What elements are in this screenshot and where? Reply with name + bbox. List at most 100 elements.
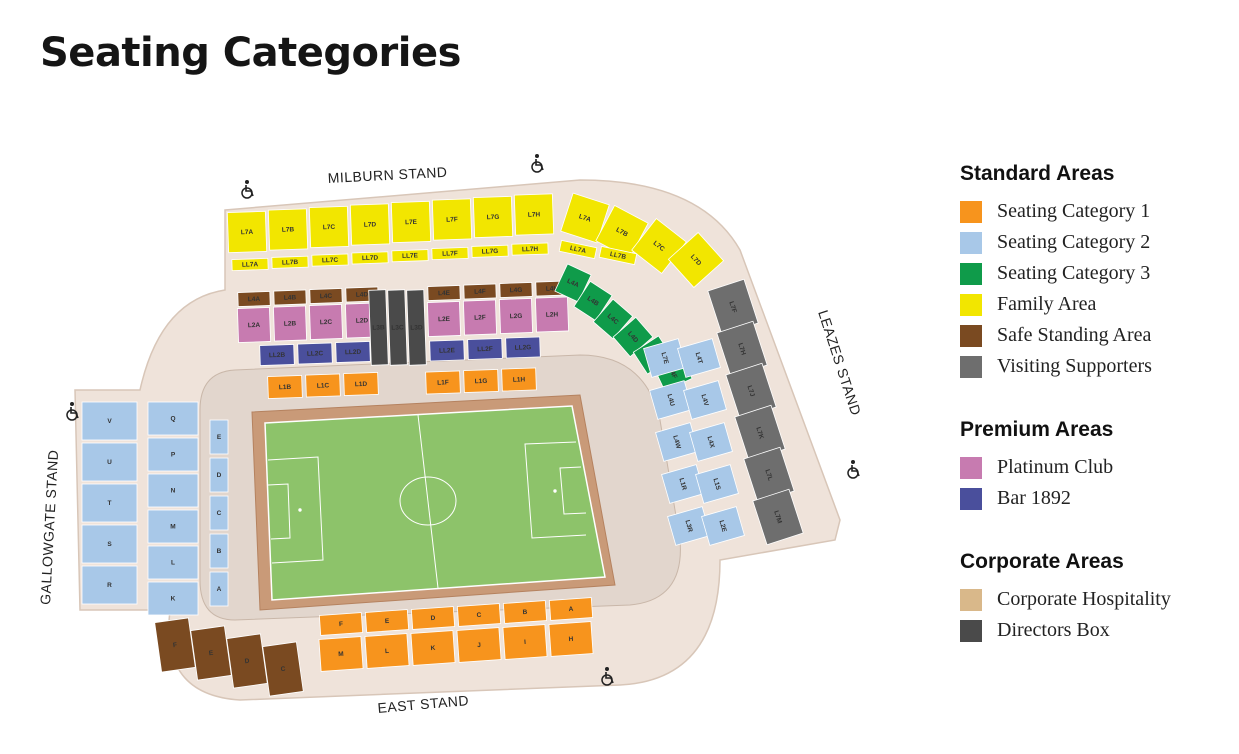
category-3-section[interactable]	[592, 298, 634, 340]
safe-standing-section[interactable]	[499, 282, 533, 298]
family-section-upper[interactable]	[513, 193, 555, 236]
family-section-upper[interactable]	[308, 205, 350, 249]
bar-1892-section[interactable]	[429, 339, 465, 362]
gallowgate-middle-section[interactable]	[147, 545, 199, 580]
family-section-upper[interactable]	[472, 195, 514, 239]
gallowgate-outer-section[interactable]	[81, 483, 138, 523]
bar-1892-section[interactable]	[467, 337, 503, 361]
family-section-upper[interactable]	[226, 210, 268, 254]
family-section-lower[interactable]	[598, 245, 638, 266]
east-stand-upper-section[interactable]	[456, 603, 502, 627]
safe-standing-section[interactable]	[273, 289, 307, 306]
east-stand-lower-section[interactable]	[318, 636, 364, 672]
east-stand-lower-section[interactable]	[548, 621, 594, 657]
section-label: L1G	[475, 378, 488, 385]
east-stand-upper-section[interactable]	[318, 612, 364, 636]
family-section-upper[interactable]	[349, 203, 391, 246]
east-stand-lower-section[interactable]	[364, 633, 410, 669]
east-stand-lower-section[interactable]	[502, 624, 548, 660]
safe-standing-corner-section[interactable]	[190, 625, 232, 681]
safe-standing-section[interactable]	[463, 283, 497, 300]
east-stand-upper-section[interactable]	[364, 609, 410, 633]
safe-standing-corner-section[interactable]	[226, 633, 268, 689]
section-label: LL2F	[477, 346, 493, 354]
gallowgate-inner-section[interactable]	[209, 419, 229, 455]
family-section-lower[interactable]	[311, 253, 349, 267]
family-section-lower[interactable]	[351, 251, 389, 265]
east-stand-upper-section[interactable]	[410, 606, 456, 630]
gallowgate-middle-section[interactable]	[147, 473, 199, 508]
directors-box-section[interactable]	[406, 289, 427, 366]
platinum-club-section[interactable]	[237, 307, 271, 343]
east-stand-lower-section[interactable]	[410, 630, 456, 666]
category-3-section[interactable]	[554, 263, 592, 303]
gallowgate-middle-section[interactable]	[147, 437, 199, 472]
platinum-club-section[interactable]	[309, 304, 343, 340]
category-1-section[interactable]	[267, 374, 303, 400]
family-section-lower[interactable]	[391, 249, 429, 263]
gallowgate-inner-section[interactable]	[209, 495, 229, 531]
family-section-upper[interactable]	[390, 200, 432, 244]
section-label: T	[108, 500, 112, 507]
gallowgate-outer-section[interactable]	[81, 442, 138, 482]
directors-box-section[interactable]	[368, 289, 389, 366]
east-stand-upper-section[interactable]	[502, 600, 548, 624]
category-1-section[interactable]	[425, 370, 461, 395]
section-label: L3D	[410, 324, 423, 331]
legend-item: Seating Category 2	[960, 227, 1230, 258]
category-1-section[interactable]	[463, 368, 499, 394]
family-section-lower[interactable]	[471, 244, 509, 258]
east-stand-lower-section[interactable]	[456, 627, 502, 663]
family-section-lower[interactable]	[431, 246, 469, 261]
platinum-club-section[interactable]	[273, 305, 307, 342]
safe-standing-section[interactable]	[309, 288, 343, 304]
section-label: LL2B	[269, 352, 286, 360]
gallowgate-outer-section[interactable]	[81, 401, 138, 441]
platinum-club-section[interactable]	[535, 296, 569, 333]
section-label: L2G	[510, 313, 523, 320]
bar-1892-section[interactable]	[259, 343, 295, 367]
safe-standing-corner-section[interactable]	[154, 617, 196, 673]
family-section-lower[interactable]	[558, 239, 598, 260]
category-2-section[interactable]	[701, 506, 745, 546]
visiting-supporters-section[interactable]	[752, 488, 804, 546]
category-2-section[interactable]	[683, 380, 727, 420]
bar-1892-section[interactable]	[505, 336, 541, 359]
family-section-upper[interactable]	[267, 208, 309, 251]
gallowgate-inner-section[interactable]	[209, 457, 229, 493]
family-section-upper[interactable]	[560, 192, 610, 244]
category-1-section[interactable]	[501, 367, 537, 392]
gallowgate-inner-section[interactable]	[209, 533, 229, 569]
family-section-upper[interactable]	[667, 231, 725, 289]
bar-1892-section[interactable]	[297, 342, 333, 365]
category-2-section[interactable]	[677, 338, 721, 378]
gallowgate-inner-section[interactable]	[209, 571, 229, 607]
gallowgate-middle-section[interactable]	[147, 509, 199, 544]
gallowgate-middle-section[interactable]	[147, 401, 199, 436]
category-1-section[interactable]	[343, 371, 379, 397]
family-section-lower[interactable]	[231, 257, 269, 272]
gallowgate-outer-section[interactable]	[81, 565, 138, 605]
category-1-section[interactable]	[305, 373, 341, 398]
section-label: L4C	[320, 293, 333, 300]
platinum-club-section[interactable]	[499, 298, 533, 334]
section-label: L4F	[667, 366, 678, 379]
platinum-club-section[interactable]	[427, 301, 461, 337]
family-section-lower[interactable]	[271, 255, 309, 269]
legend-label: Safe Standing Area	[997, 324, 1152, 346]
gallowgate-outer-section[interactable]	[81, 524, 138, 564]
section-label: L7G	[487, 214, 500, 221]
gallowgate-middle-section[interactable]	[147, 581, 199, 616]
safe-standing-section[interactable]	[237, 291, 271, 307]
category-3-section[interactable]	[573, 280, 613, 322]
safe-standing-corner-section[interactable]	[262, 641, 304, 697]
category-2-section[interactable]	[689, 422, 733, 462]
category-2-section[interactable]	[695, 464, 739, 504]
family-section-lower[interactable]	[511, 242, 549, 256]
bar-1892-section[interactable]	[335, 340, 371, 364]
safe-standing-section[interactable]	[427, 285, 461, 301]
platinum-club-section[interactable]	[463, 299, 497, 336]
directors-box-section[interactable]	[387, 289, 408, 366]
east-stand-upper-section[interactable]	[548, 597, 594, 621]
family-section-upper[interactable]	[431, 198, 473, 241]
